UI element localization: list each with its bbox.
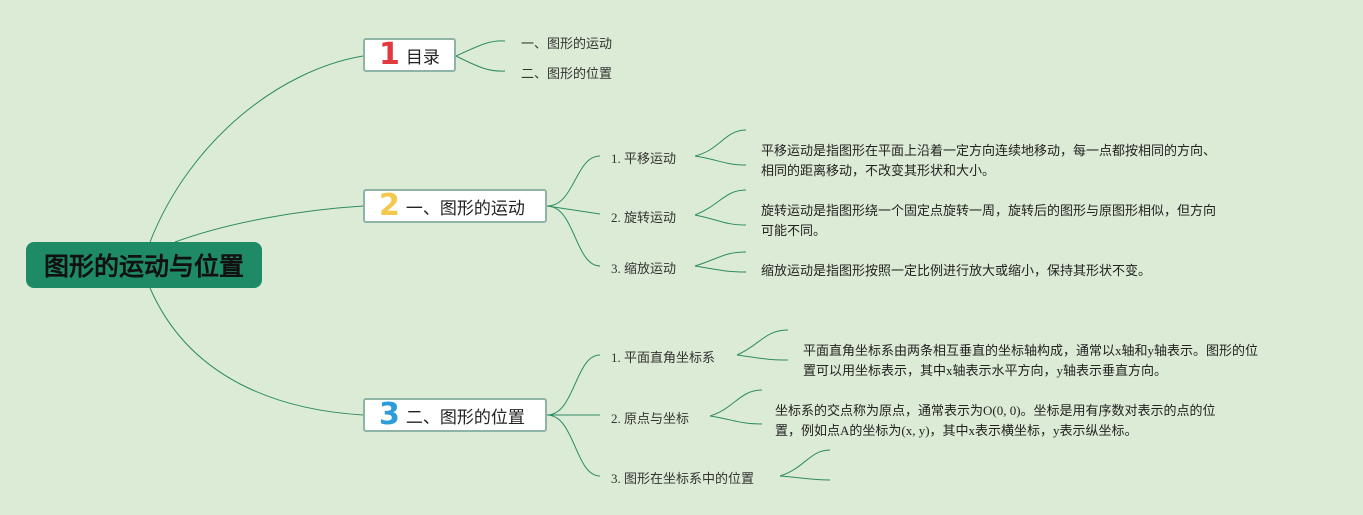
- number-1-icon: 1: [379, 37, 400, 72]
- translation-description: 平移运动是指图形在平面上沿着一定方向连续地移动，每一点都按相同的方向、 相同的距…: [761, 141, 1216, 181]
- description-line: 平移运动是指图形在平面上沿着一定方向连续地移动，每一点都按相同的方向、: [761, 143, 1217, 158]
- coordinate-system-description: 平面直角坐标系由两条相互垂直的坐标轴构成，通常以x轴和y轴表示。图形的位 置可以…: [803, 341, 1258, 381]
- branch-position-label: 二、图形的位置: [405, 407, 525, 428]
- root-topic[interactable]: 图形的运动与位置: [26, 242, 262, 288]
- branch-motion-label: 一、图形的运动: [405, 198, 525, 219]
- position-item-shape-in-coords[interactable]: 3. 图形在坐标系中的位置: [611, 471, 755, 486]
- branch-toc-label: 目录: [405, 47, 440, 68]
- branch-motion[interactable]: 2 一、图形的运动: [363, 189, 547, 223]
- description-line: 置可以用坐标表示，其中x轴表示水平方向，y轴表示垂直方向。: [803, 363, 1168, 378]
- position-item-origin[interactable]: 2. 原点与坐标: [611, 411, 690, 426]
- description-line: 平面直角坐标系由两条相互垂直的坐标轴构成，通常以x轴和y轴表示。图形的位: [803, 343, 1259, 358]
- branch-position[interactable]: 3 二、图形的位置: [363, 398, 547, 432]
- branch-toc[interactable]: 1 目录: [363, 38, 456, 72]
- description-line: 相同的距离移动，不改变其形状和大小。: [761, 163, 996, 178]
- motion-item-scaling[interactable]: 3. 缩放运动: [611, 261, 677, 276]
- description-line: 缩放运动是指图形按照一定比例进行放大或缩小，保持其形状不变。: [761, 263, 1152, 278]
- motion-item-translation[interactable]: 1. 平移运动: [611, 151, 677, 166]
- toc-item[interactable]: 一、图形的运动: [521, 36, 613, 51]
- description-line: 旋转运动是指图形绕一个固定点旋转一周，旋转后的图形与原图形相似，但方向: [761, 203, 1217, 218]
- description-line: 置，例如点A的坐标为(x, y)，其中x表示横坐标，y表示纵坐标。: [775, 423, 1138, 438]
- description-line: 可能不同。: [761, 223, 827, 238]
- origin-description: 坐标系的交点称为原点，通常表示为O(0, 0)。坐标是用有序数对表示的点的位 置…: [775, 401, 1216, 441]
- motion-item-rotation[interactable]: 2. 旋转运动: [611, 210, 677, 225]
- root-title: 图形的运动与位置: [43, 252, 244, 281]
- toc-item[interactable]: 二、图形的位置: [521, 66, 613, 81]
- description-line: 坐标系的交点称为原点，通常表示为O(0, 0)。坐标是用有序数对表示的点的位: [775, 403, 1216, 418]
- rotation-description: 旋转运动是指图形绕一个固定点旋转一周，旋转后的图形与原图形相似，但方向 可能不同…: [761, 201, 1216, 241]
- scaling-description: 缩放运动是指图形按照一定比例进行放大或缩小，保持其形状不变。: [761, 261, 1151, 281]
- number-2-icon: 2: [379, 188, 400, 223]
- position-item-coordinate-system[interactable]: 1. 平面直角坐标系: [611, 350, 716, 365]
- number-3-icon: 3: [379, 397, 400, 432]
